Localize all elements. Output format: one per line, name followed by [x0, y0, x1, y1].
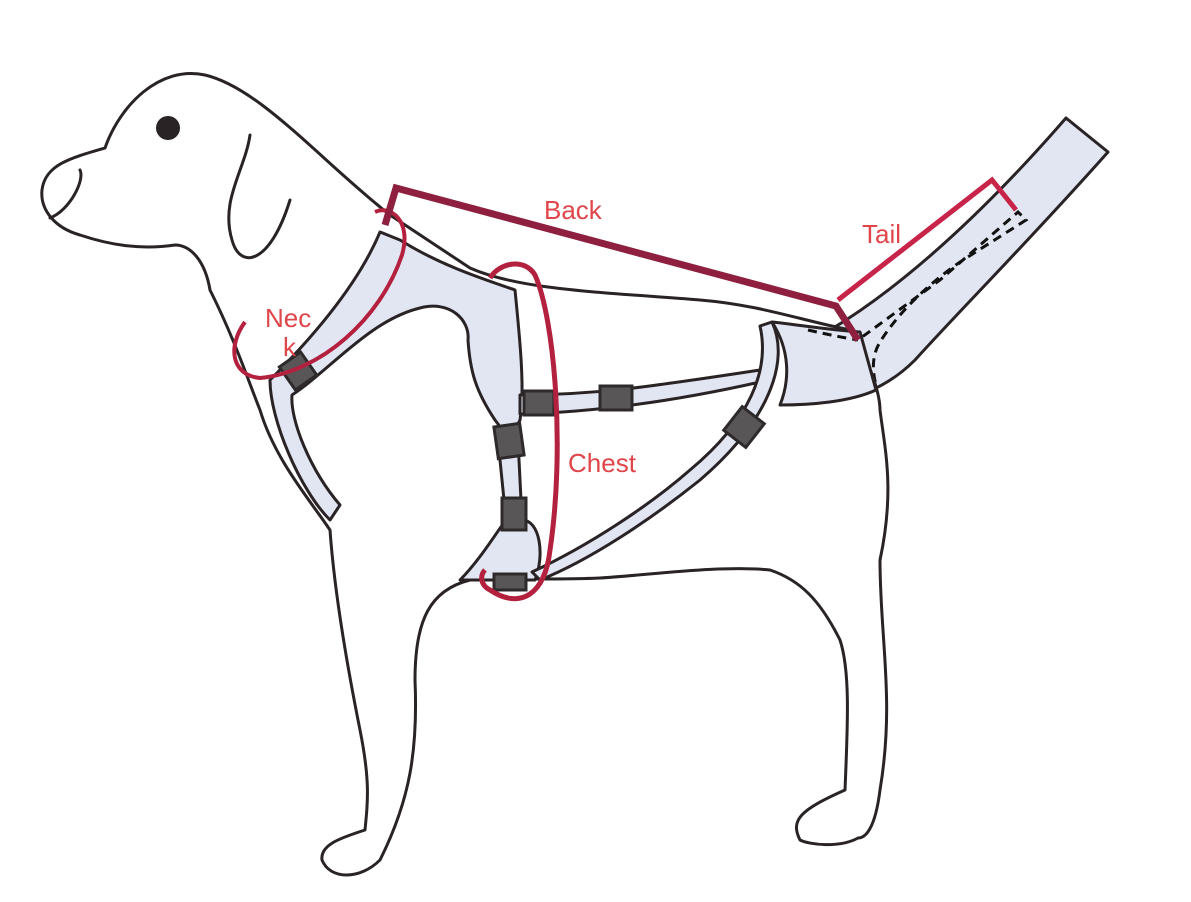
- buckle-chest-upper: [522, 389, 556, 417]
- harness-rear-saddle: [770, 320, 878, 407]
- tail-measure-line: [836, 176, 1018, 302]
- nose-line: [48, 168, 83, 220]
- buckle-chest-lower: [500, 496, 528, 532]
- dog-body: [40, 72, 890, 877]
- buckle-chest-middle: [492, 421, 526, 461]
- eye-icon: [156, 116, 180, 140]
- buckle-chest-bottom: [492, 572, 528, 592]
- buckle-rear: [721, 404, 767, 450]
- label-neck-line1: Nec: [265, 303, 311, 333]
- label-tail: Tail: [862, 219, 901, 249]
- label-chest: Chest: [568, 448, 637, 478]
- measurement-markers: [232, 176, 1018, 602]
- buckle-belly: [598, 384, 634, 412]
- label-back: Back: [544, 195, 603, 225]
- ear-line: [227, 133, 292, 259]
- harness-front-panel: [268, 230, 524, 522]
- labels: Nec k Back Chest Tail: [265, 195, 901, 478]
- chest-measure-loop: [479, 261, 560, 602]
- neck-measure-loop: [232, 208, 407, 381]
- back-measure-line: [381, 183, 861, 342]
- label-neck-line2: k: [283, 332, 297, 362]
- harness-chest-strap: [458, 438, 542, 582]
